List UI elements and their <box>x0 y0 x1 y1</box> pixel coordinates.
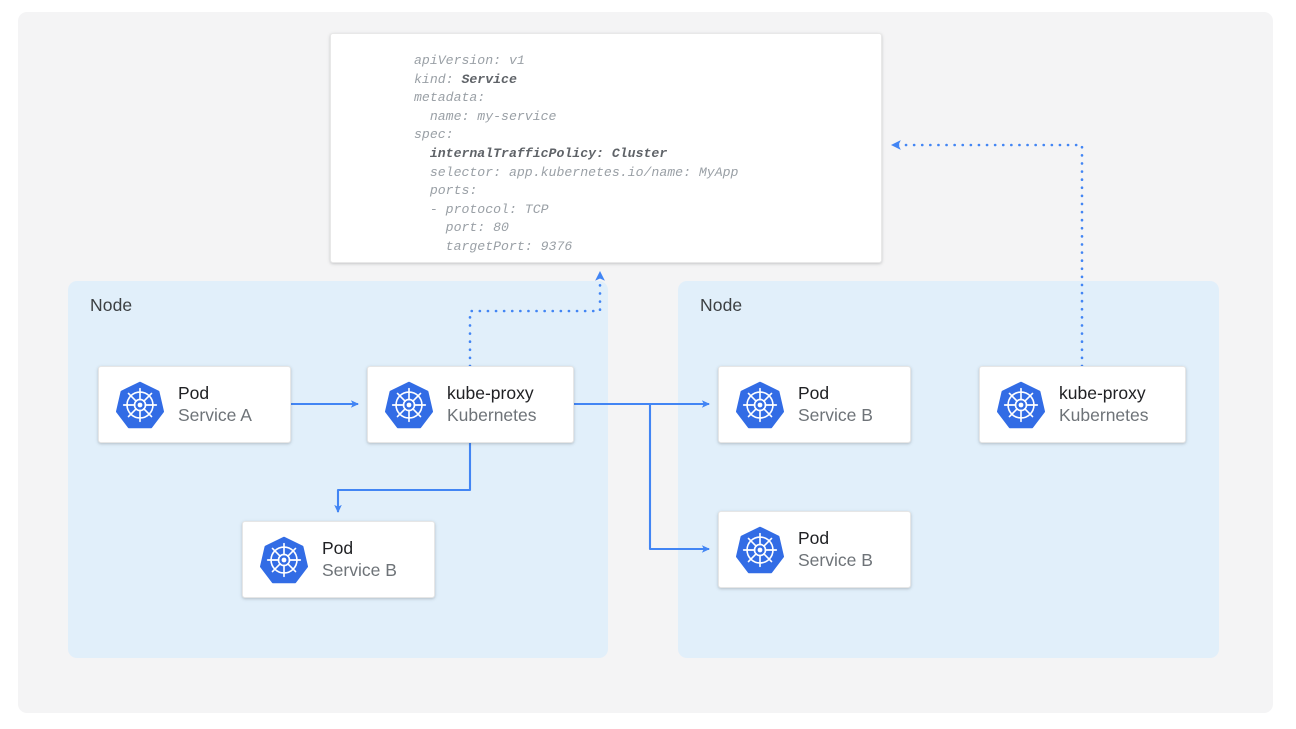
node-label-right: Node <box>700 295 743 315</box>
card-subtitle: Service A <box>178 404 252 425</box>
yaml-line-selector: selector: app.kubernetes.io/name: MyApp <box>414 164 739 180</box>
yaml-line-protocol: - protocol: TCP <box>414 201 549 217</box>
card-pod-service-b-right-upper[interactable]: Pod Service B <box>718 366 911 443</box>
card-title: kube-proxy <box>1059 382 1146 403</box>
card-text: Pod Service A <box>178 382 252 425</box>
card-title: Pod <box>178 382 210 403</box>
yaml-line-ports: ports: <box>414 183 478 199</box>
card-kube-proxy-right[interactable]: kube-proxy Kubernetes <box>979 366 1186 443</box>
card-kube-proxy-left[interactable]: kube-proxy Kubernetes <box>367 366 574 443</box>
yaml-line-metadata: metadata: <box>414 90 486 106</box>
kubernetes-icon <box>736 526 784 573</box>
yaml-line-targetport: targetPort: 9376 <box>414 238 573 254</box>
yaml-line-spec: spec: <box>414 127 454 143</box>
card-pod-service-b-right-lower[interactable]: Pod Service B <box>718 511 911 588</box>
card-text: Pod Service B <box>322 537 397 580</box>
card-text: Pod Service B <box>798 382 873 425</box>
card-title: Pod <box>798 527 830 548</box>
kubernetes-icon <box>736 381 784 428</box>
kubernetes-icon <box>385 381 433 428</box>
card-text: Pod Service B <box>798 527 873 570</box>
card-title: Pod <box>798 382 830 403</box>
node-label-left: Node <box>90 295 133 315</box>
card-subtitle: Kubernetes <box>1059 404 1149 425</box>
card-subtitle: Service B <box>322 559 397 580</box>
card-subtitle: Service B <box>798 404 873 425</box>
node-container-right: Node <box>678 281 1219 658</box>
card-title: kube-proxy <box>447 382 534 403</box>
kubernetes-icon <box>260 536 308 583</box>
kubernetes-icon <box>116 381 164 428</box>
card-title: Pod <box>322 537 354 558</box>
yaml-line-internal-traffic-policy: internalTrafficPolicy: Cluster <box>414 145 668 161</box>
yaml-line-port: port: 80 <box>414 220 509 236</box>
service-manifest-code: apiVersion: v1 kind: Service metadata: n… <box>414 52 738 257</box>
card-text: kube-proxy Kubernetes <box>1059 382 1149 425</box>
yaml-line-name: name: my-service <box>414 108 557 124</box>
yaml-line-kind-value: Service <box>461 71 517 87</box>
card-pod-service-a[interactable]: Pod Service A <box>98 366 291 443</box>
node-container-left: Node <box>68 281 608 658</box>
card-text: kube-proxy Kubernetes <box>447 382 537 425</box>
card-subtitle: Service B <box>798 549 873 570</box>
kubernetes-icon <box>997 381 1045 428</box>
yaml-line-kind-key: kind: <box>414 71 462 87</box>
service-manifest-panel: apiVersion: v1 kind: Service metadata: n… <box>330 33 882 263</box>
yaml-line-apiversion: apiVersion: v1 <box>414 53 525 68</box>
card-subtitle: Kubernetes <box>447 404 537 425</box>
card-pod-service-b-left[interactable]: Pod Service B <box>242 521 435 598</box>
